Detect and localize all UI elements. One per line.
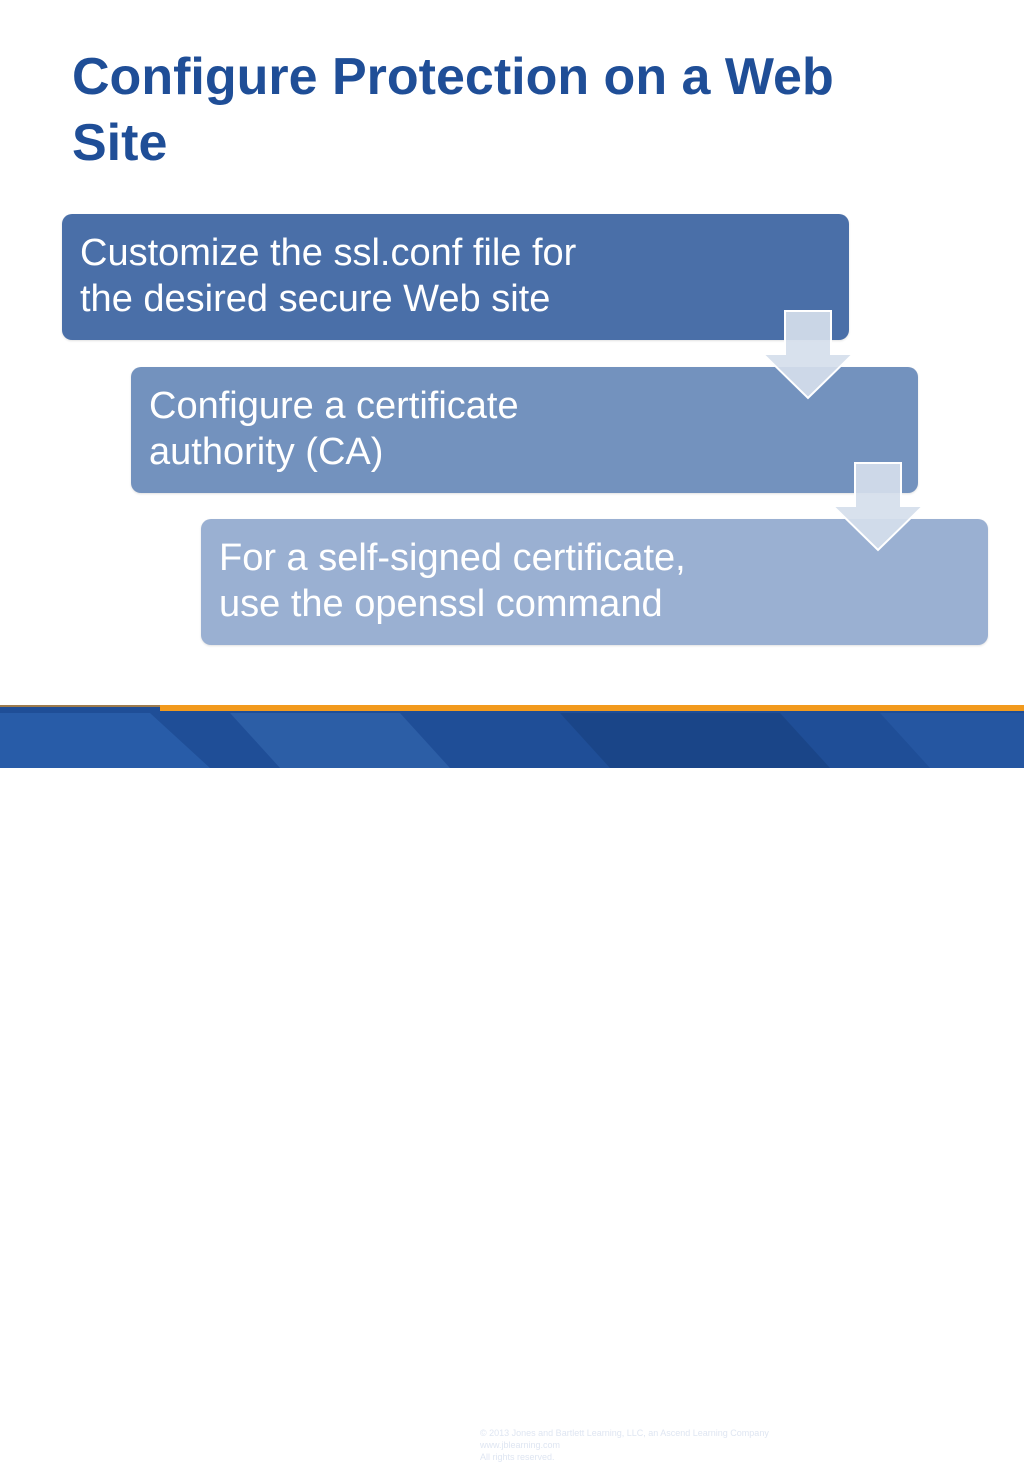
- process-step-3: For a self-signed certificate, use the o…: [201, 519, 988, 645]
- rights-reserved: All rights reserved.: [480, 1452, 555, 1462]
- process-step-3-line-1: For a self-signed certificate,: [219, 537, 686, 579]
- page-number: Page 11: [948, 1438, 989, 1450]
- slide-title-line-2: Site: [72, 114, 168, 172]
- slide-title: Configure Protection on a Web Site: [72, 44, 972, 176]
- copyright-text: © 2013 Jones and Bartlett Learning, LLC,…: [480, 1428, 769, 1438]
- process-step-1-line-1: Customize the ssl.conf file for: [80, 232, 577, 274]
- process-step-2-line-2: authority (CA): [149, 431, 384, 473]
- footer-banner: [0, 705, 1024, 768]
- copyright-notice: © 2013 Jones and Bartlett Learning, LLC,…: [480, 1427, 769, 1463]
- down-arrow-icon: [832, 462, 924, 552]
- process-step-1: Customize the ssl.conf file for the desi…: [62, 214, 849, 340]
- down-arrow-icon: [762, 310, 854, 400]
- slide-footer: Security Strategies in Linux Platforms a…: [0, 705, 1024, 1462]
- course-title: Security Strategies in Linux Platforms a…: [20, 1438, 335, 1453]
- slide-title-line-1: Configure Protection on a Web: [72, 48, 834, 106]
- publisher-website: www.jblearning.com: [480, 1440, 561, 1450]
- process-step-1-line-2: the desired secure Web site: [80, 278, 551, 320]
- process-step-2: Configure a certificate authority (CA): [131, 367, 918, 493]
- process-step-2-line-1: Configure a certificate: [149, 385, 519, 427]
- process-step-3-line-2: use the openssl command: [219, 583, 663, 625]
